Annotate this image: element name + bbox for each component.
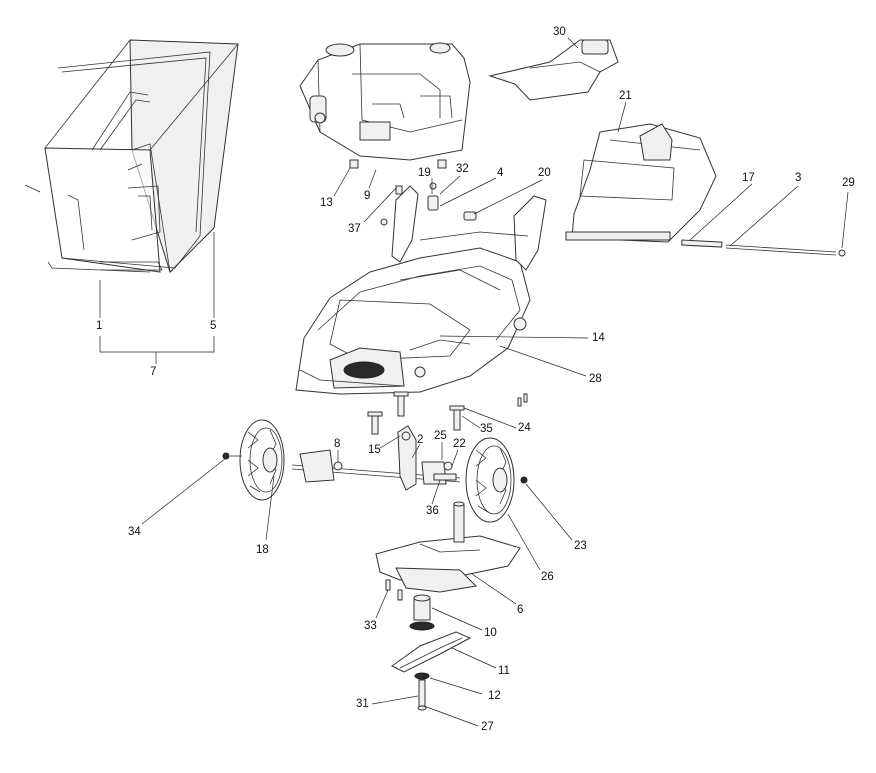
part-label-26: 26 [541, 571, 554, 583]
part-label-6: 6 [517, 604, 524, 616]
part-label-2: 2 [417, 434, 424, 446]
blade-stack [391, 594, 472, 711]
part-label-17: 17 [742, 172, 755, 184]
part-label-34: 34 [128, 526, 141, 538]
part-label-22: 22 [453, 438, 466, 450]
mower-deck [295, 185, 547, 395]
part-label-18: 18 [256, 544, 269, 556]
part-label-33: 33 [364, 620, 377, 632]
leader-lines [99, 37, 849, 727]
part-label-3: 3 [795, 172, 802, 184]
part-label-4: 4 [497, 167, 504, 179]
part-label-36: 36 [426, 505, 439, 517]
part-label-27: 27 [481, 721, 494, 733]
part-label-5: 5 [210, 320, 217, 332]
part-label-35: 35 [480, 423, 493, 435]
part-label-28: 28 [589, 373, 602, 385]
part-label-31: 31 [356, 698, 369, 710]
part-label-32: 32 [456, 163, 469, 175]
small-fasteners-top [380, 182, 477, 226]
part-label-30: 30 [553, 26, 566, 38]
engine-assembly [299, 42, 471, 169]
part-label-29: 29 [842, 177, 855, 189]
part-label-24: 24 [518, 422, 531, 434]
blade-housing [375, 501, 521, 601]
left-rear-wheel [222, 419, 285, 501]
part-label-7: 7 [150, 366, 157, 378]
part-label-15: 15 [368, 444, 381, 456]
part-label-13: 13 [320, 197, 333, 209]
right-front-wheel [465, 437, 528, 523]
part-label-10: 10 [484, 627, 497, 639]
grass-catcher-bag [24, 39, 239, 273]
part-label-8: 8 [334, 438, 341, 450]
part-label-20: 20 [538, 167, 551, 179]
part-label-25: 25 [434, 430, 447, 442]
deck-bolts [367, 391, 528, 435]
part-label-23: 23 [574, 540, 587, 552]
part-label-14: 14 [592, 332, 605, 344]
part-label-11: 11 [498, 665, 510, 677]
part-label-19: 19 [418, 167, 431, 179]
front-axle-assembly [291, 425, 461, 491]
rear-axle-parts [681, 239, 846, 257]
part-21-rear-cover [565, 123, 717, 243]
part-label-1: 1 [96, 320, 103, 332]
part-label-37: 37 [348, 223, 361, 235]
part-30-cover [488, 39, 619, 101]
part-label-9: 9 [364, 190, 371, 202]
part-label-12: 12 [488, 690, 501, 702]
part-label-21: 21 [619, 90, 632, 102]
